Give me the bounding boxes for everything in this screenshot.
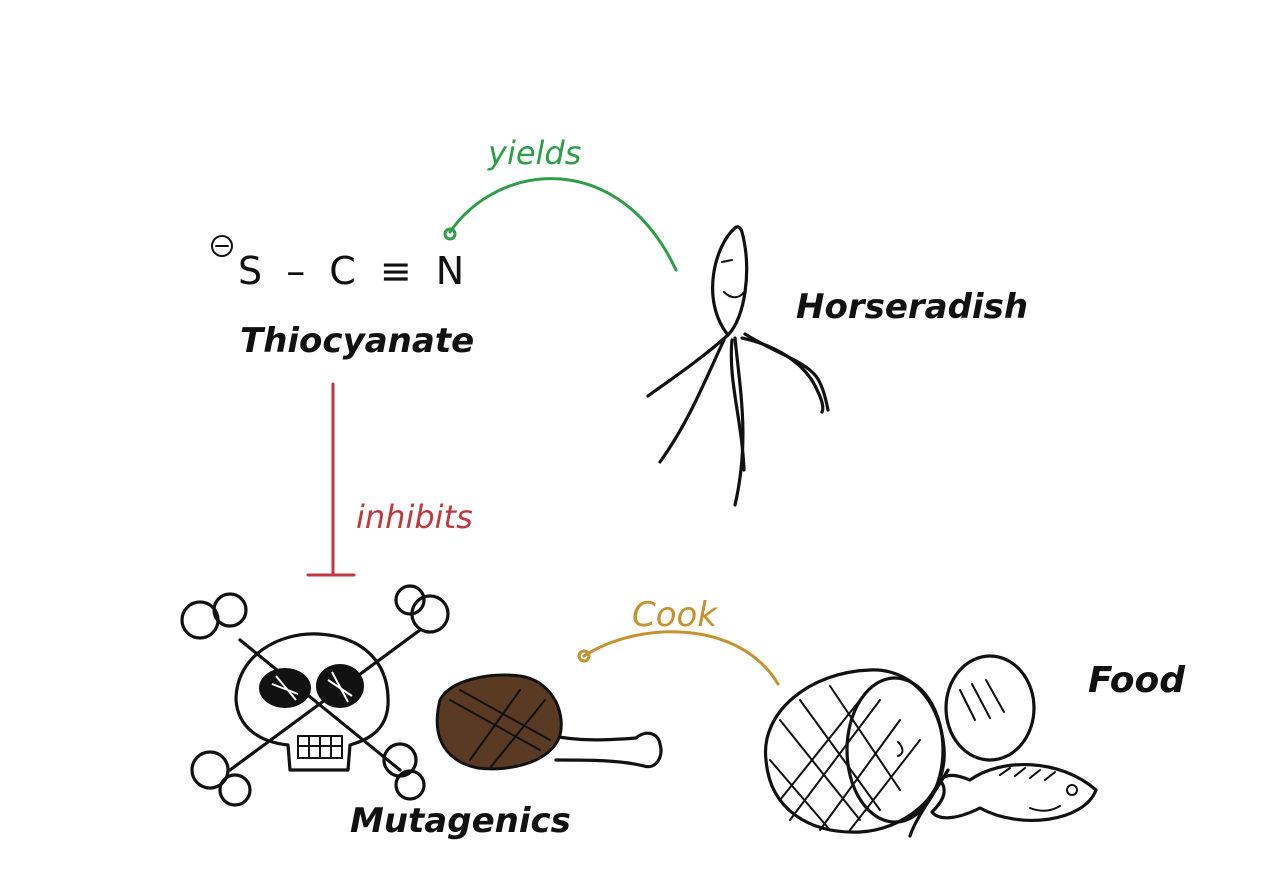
- horseradish-label: Horseradish: [796, 287, 1028, 327]
- cook-arrow: [582, 630, 780, 686]
- yields-arrow: [448, 177, 678, 272]
- thiocyanate-formula: S – C ≡ N: [238, 249, 470, 293]
- inhibits-label: inhibits: [356, 498, 473, 536]
- thiocyanate-node: S – C ≡ N Thiocyanate: [211, 235, 474, 361]
- yields-arrow-tail-dot: [443, 227, 457, 241]
- skull-crossbones-icon: [180, 584, 450, 807]
- horseradish-root-icon: [646, 225, 830, 507]
- thiocyanate-label: Thiocyanate: [240, 321, 474, 361]
- food-label: Food: [1088, 660, 1186, 701]
- horseradish-node: Horseradish: [646, 225, 1028, 507]
- yields-label: yields: [487, 134, 581, 172]
- meat-drumstick-icon: [435, 673, 663, 771]
- mutagenics-node: Mutagenics: [180, 584, 663, 841]
- thiocyanate-structure-icon: [211, 235, 233, 257]
- cook-arrow-tail-dot: [577, 649, 591, 663]
- cook-edge: Cook: [577, 595, 780, 686]
- cook-label: Cook: [632, 595, 718, 635]
- inhibits-edge: inhibits: [306, 382, 473, 577]
- ham-fish-food-icon: [763, 654, 1098, 838]
- mutagenics-label: Mutagenics: [350, 801, 571, 841]
- yields-edge: yields: [443, 134, 678, 272]
- food-node: Food: [763, 654, 1186, 838]
- meat-drumstick-meat: [435, 673, 563, 771]
